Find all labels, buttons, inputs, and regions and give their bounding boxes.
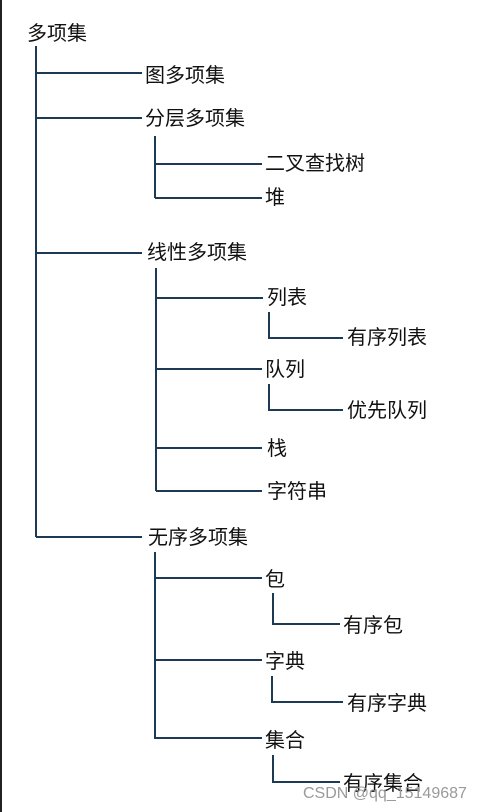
sub-trunk-line (271, 676, 273, 703)
sub-trunk-line (272, 593, 274, 625)
connector-line (36, 117, 142, 119)
sub-trunk-line (268, 384, 270, 411)
connector-line (155, 577, 262, 579)
connector-line (273, 623, 340, 625)
connector-line (36, 252, 142, 254)
connector-line (272, 701, 343, 703)
connector-line (269, 337, 343, 339)
node-hierarchical-collection: 分层多项集 (145, 106, 245, 130)
connector-line (156, 490, 262, 492)
node-dictionary: 字典 (265, 649, 305, 673)
node-stack: 栈 (267, 436, 287, 460)
connector-line (273, 781, 340, 783)
node-sorted-set: 有序集合 (343, 771, 423, 795)
node-set: 集合 (265, 728, 305, 752)
node-sorted-bag: 有序包 (343, 613, 403, 637)
left-frame-edge (0, 0, 2, 812)
node-priority-queue: 优先队列 (347, 398, 427, 422)
node-sorted-dictionary: 有序字典 (347, 691, 427, 715)
branch-trunk-line (155, 268, 157, 491)
root-trunk-line (35, 46, 37, 537)
watermark: CSDN @qq_15149687 (303, 785, 467, 802)
connector-line (156, 368, 262, 370)
connector-line (156, 447, 262, 449)
node-list: 列表 (267, 285, 307, 309)
connector-line (155, 163, 262, 165)
branch-trunk-line (154, 552, 156, 739)
node-queue: 队列 (265, 357, 305, 381)
node-bag: 包 (265, 567, 285, 591)
node-unordered-collection: 无序多项集 (148, 525, 248, 549)
connector-line (36, 536, 142, 538)
branch-trunk-line (154, 136, 156, 198)
node-graph-collection: 图多项集 (145, 63, 225, 87)
connector-line (155, 659, 262, 661)
connector-line (36, 72, 142, 74)
node-root: 多项集 (27, 21, 87, 45)
sub-trunk-line (272, 755, 274, 783)
node-sorted-list: 有序列表 (347, 325, 427, 349)
connector-line (155, 197, 262, 199)
node-linear-collection: 线性多项集 (147, 240, 247, 264)
connector-line (269, 409, 343, 411)
sub-trunk-line (268, 312, 270, 339)
connector-line (155, 737, 262, 739)
node-string: 字符串 (267, 479, 327, 503)
connector-line (156, 297, 263, 299)
node-binary-search-tree: 二叉查找树 (265, 151, 365, 175)
node-heap: 堆 (265, 185, 285, 209)
